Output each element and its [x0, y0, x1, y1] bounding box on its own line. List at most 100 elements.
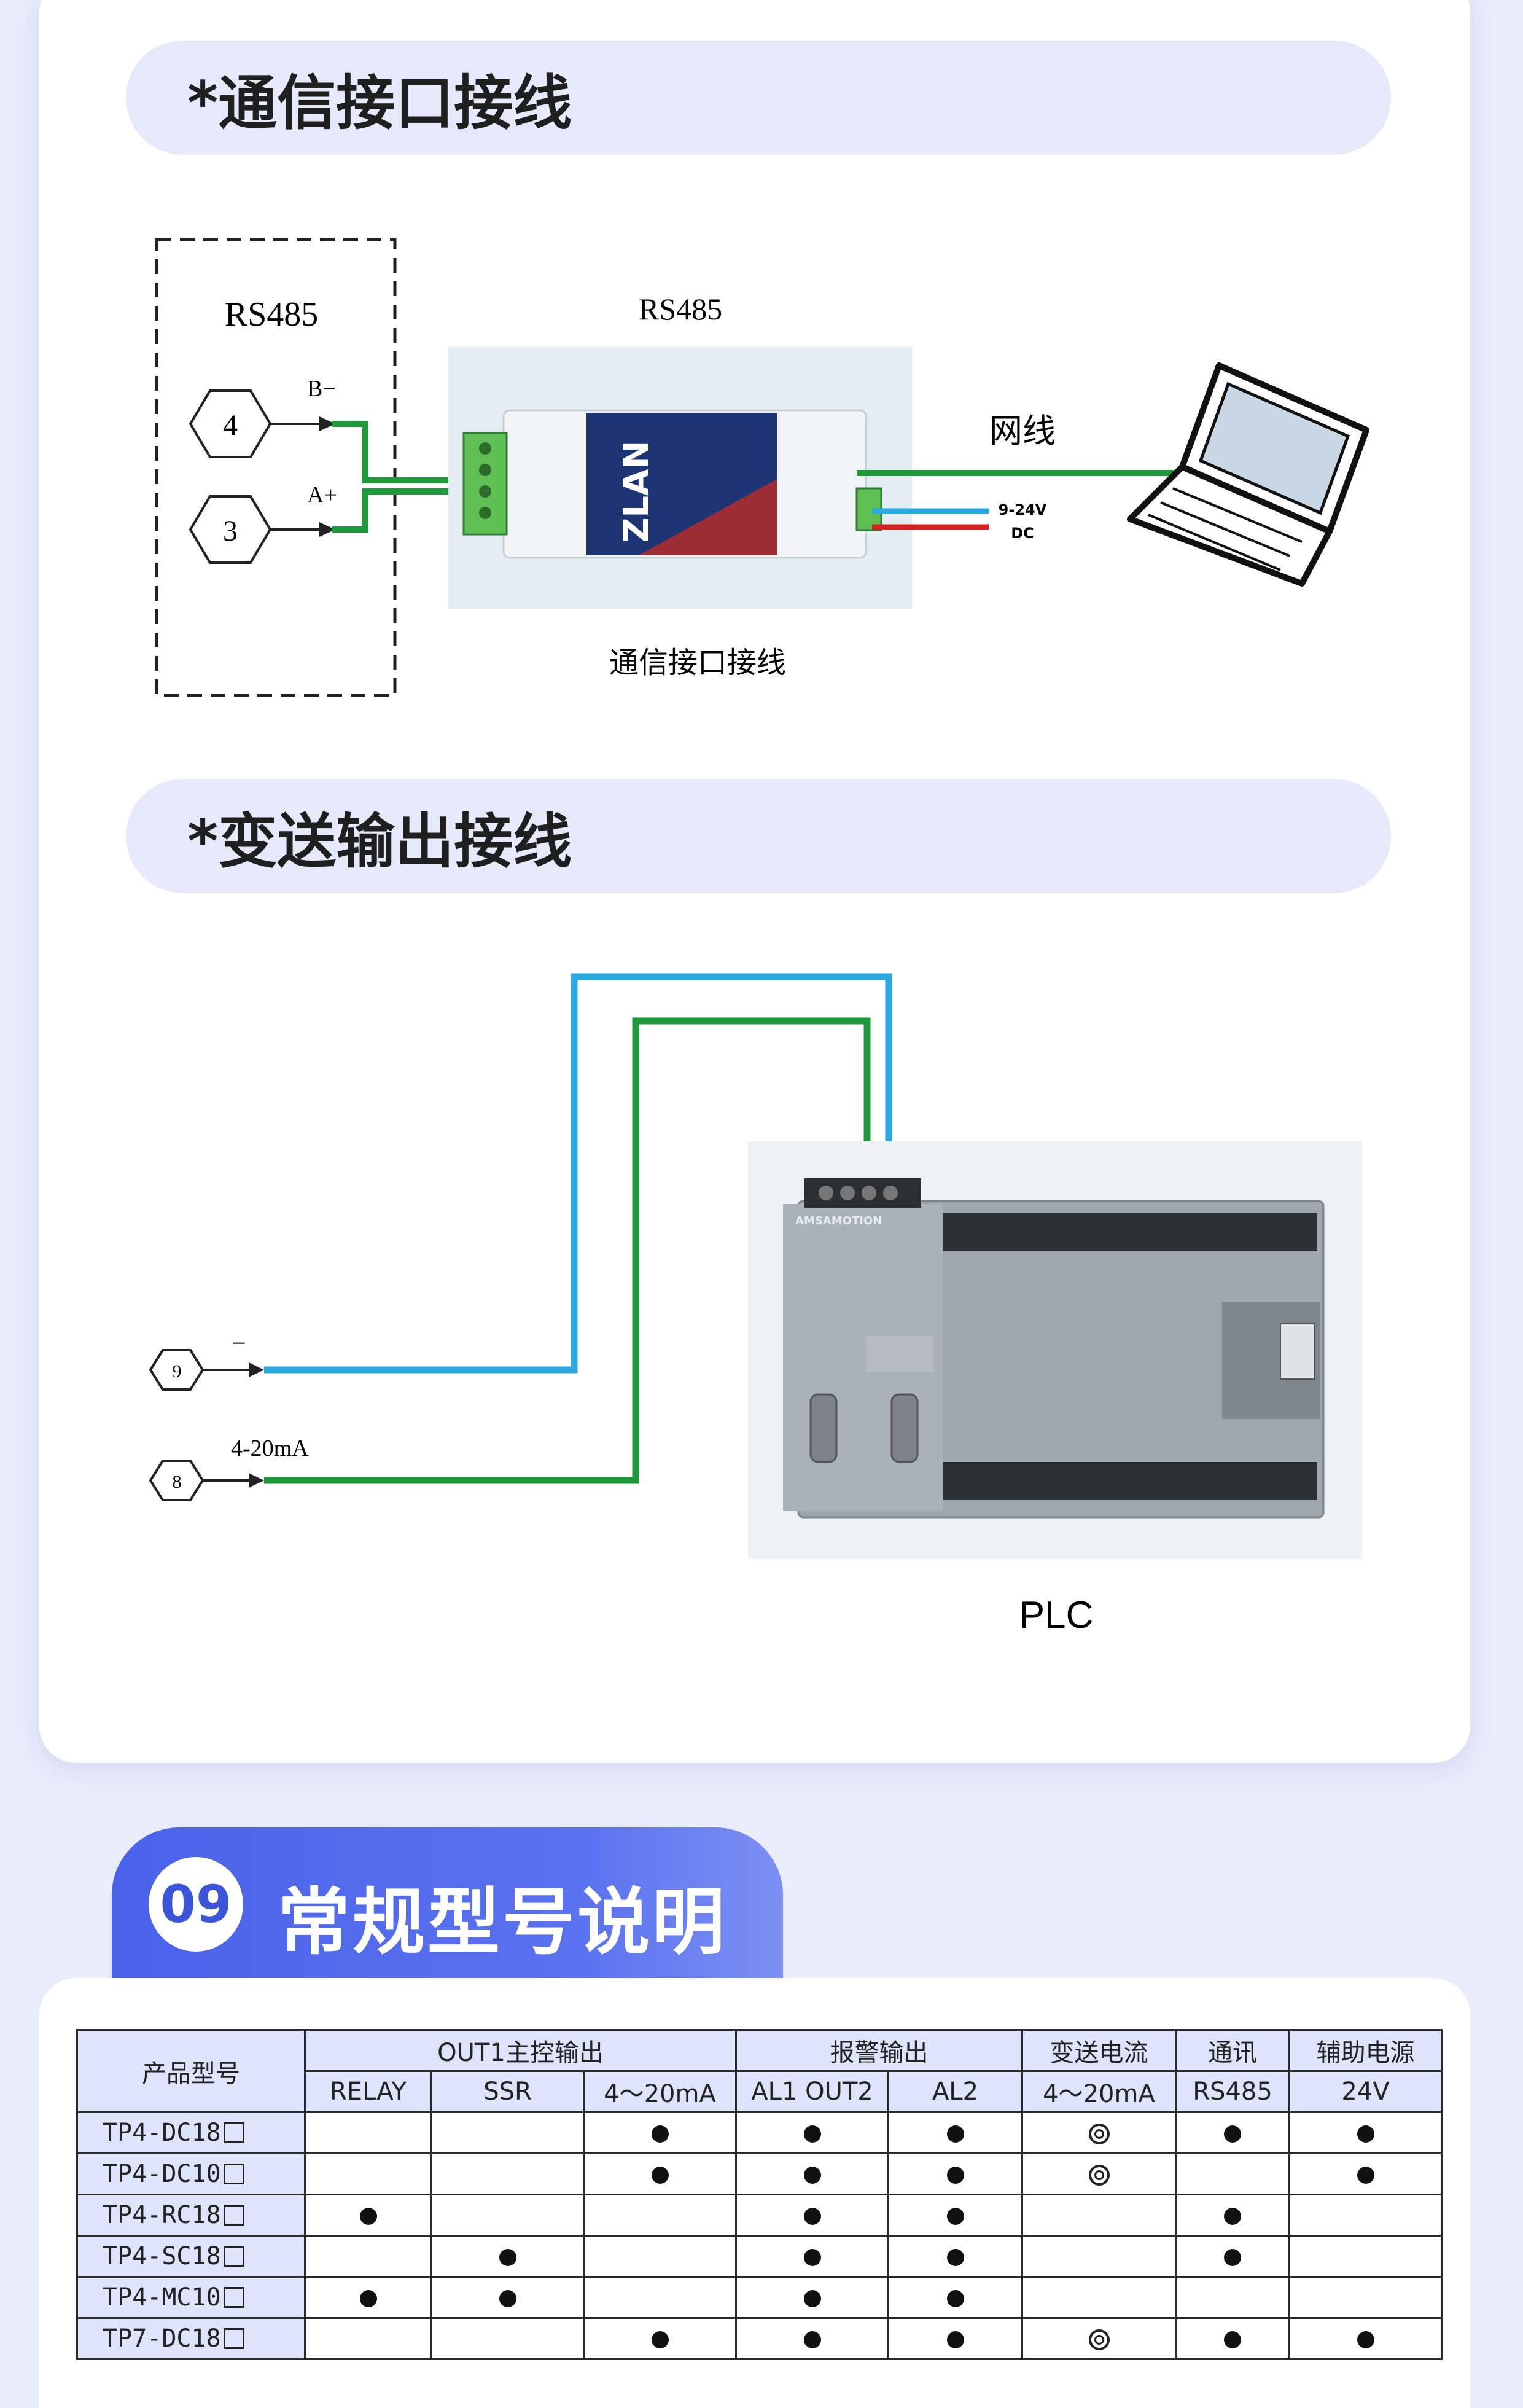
- model-name: TP4-DC10: [103, 2160, 221, 2188]
- standard-dot-icon: [499, 2249, 516, 2266]
- feature-cell: [887, 2194, 1023, 2237]
- header-comm: 通讯: [1175, 2029, 1290, 2072]
- standard-dot-icon: [803, 2167, 821, 2184]
- option-box-icon: [223, 2205, 244, 2226]
- standard-dot-icon: [651, 2125, 669, 2143]
- model-name: TP4-SC18: [103, 2242, 221, 2270]
- feature-cell: [304, 2152, 432, 2195]
- pin-b-arrow: [319, 416, 335, 431]
- table-row: TP4-MC10: [76, 2276, 1443, 2319]
- comm-wiring-title: *通信接口接线: [187, 68, 572, 138]
- comm-wiring-heading: *通信接口接线: [126, 41, 1391, 155]
- feature-cell: [1021, 2317, 1177, 2360]
- standard-dot-icon: [1357, 2167, 1374, 2184]
- feature-cell: [887, 2317, 1023, 2360]
- wire-b: [332, 421, 467, 483]
- feature-cell: [1021, 2152, 1177, 2195]
- power-label-line2: DC: [1011, 525, 1034, 542]
- standard-dot-icon: [359, 2208, 377, 2225]
- transmit-wire-minus: [264, 973, 892, 1374]
- standard-dot-icon: [1357, 2125, 1374, 2143]
- converter-label: RS485: [639, 292, 722, 326]
- table-row: TP4-SC18: [76, 2235, 1443, 2278]
- feature-cell: [304, 2317, 432, 2360]
- feature-cell: [1175, 2111, 1290, 2154]
- terminal-3-label: 3: [223, 515, 238, 547]
- table-row: TP4-DC18: [76, 2111, 1443, 2154]
- standard-dot-icon: [803, 2331, 821, 2348]
- sub-ssr: SSR: [430, 2070, 585, 2113]
- table-row: TP7-DC18: [76, 2317, 1443, 2360]
- feature-cell: [1175, 2235, 1290, 2278]
- model-name: TP4-DC18: [103, 2119, 221, 2147]
- spec-table: 产品型号 OUT1主控输出 报警输出 变送电流 通讯 辅助电源 RELAY SS…: [76, 2029, 1443, 2360]
- header-alarm: 报警输出: [735, 2029, 1023, 2072]
- sub-rs485: RS485: [1175, 2070, 1290, 2113]
- transmit-wire-plus: [264, 1017, 871, 1484]
- feature-cell: [430, 2317, 585, 2360]
- feature-cell: [887, 2152, 1023, 2195]
- pin-a-label: A+: [307, 482, 337, 508]
- feature-cell: [735, 2235, 889, 2278]
- meter-dashed-box: [155, 238, 397, 697]
- standard-dot-icon: [946, 2249, 964, 2266]
- option-box-icon: [223, 2164, 244, 2184]
- standard-dot-icon: [1224, 2331, 1241, 2348]
- model-cell: TP4-DC18: [76, 2111, 306, 2154]
- wiring-diagrams: RS485 4 3 B− A+ RS485 ZLAN 网线 9-24V DC 通…: [149, 238, 1369, 1636]
- feature-cell: [1288, 2111, 1443, 2154]
- feature-cell: [430, 2235, 585, 2278]
- feature-cell: [430, 2152, 585, 2195]
- feature-cell: [735, 2111, 889, 2154]
- feature-cell: [583, 2317, 737, 2360]
- current-label: 4-20mA: [231, 1436, 309, 1461]
- standard-dot-icon: [651, 2331, 669, 2348]
- model-name: TP4-RC18: [103, 2201, 221, 2229]
- model-name: TP4-MC10: [103, 2283, 221, 2312]
- standard-dot-icon: [946, 2208, 964, 2225]
- option-box-icon: [223, 2246, 244, 2267]
- standard-dot-icon: [946, 2290, 964, 2307]
- standard-dot-icon: [803, 2208, 821, 2225]
- table-row: TP4-DC10: [76, 2152, 1443, 2195]
- terminal-8-label: 8: [173, 1472, 182, 1492]
- feature-cell: [583, 2276, 737, 2319]
- feature-cell: [1021, 2235, 1177, 2278]
- sub-al2: AL2: [887, 2070, 1023, 2113]
- standard-dot-icon: [1224, 2125, 1241, 2143]
- feature-cell: [1175, 2276, 1290, 2319]
- optional-ring-icon: [1088, 2329, 1110, 2350]
- feature-cell: [1288, 2235, 1443, 2278]
- sub-trans: 4～20mA: [1021, 2070, 1177, 2113]
- standard-dot-icon: [803, 2125, 821, 2143]
- feature-cell: [304, 2276, 432, 2319]
- terminal-4-label: 4: [223, 409, 238, 442]
- section-title: 常规型号说明: [278, 1880, 728, 1964]
- network-label: 网线: [989, 412, 1056, 450]
- section-09-header: 09 常规型号说明: [112, 1828, 783, 1978]
- standard-dot-icon: [1224, 2208, 1241, 2225]
- feature-cell: [1175, 2194, 1290, 2237]
- converter-brand: ZLAN: [617, 440, 656, 543]
- feature-cell: [1175, 2317, 1290, 2360]
- feature-cell: [430, 2194, 585, 2237]
- sub-420: 4～20mA: [583, 2070, 737, 2113]
- minus-label: −: [232, 1329, 246, 1357]
- feature-cell: [583, 2194, 737, 2237]
- laptop-icon: [1127, 362, 1369, 587]
- comm-caption: 通信接口接线: [609, 646, 786, 680]
- wire-a: [332, 488, 467, 533]
- feature-cell: [583, 2152, 737, 2195]
- power-label-line1: 9-24V: [999, 501, 1047, 518]
- model-cell: TP7-DC18: [76, 2317, 306, 2360]
- feature-cell: [887, 2111, 1023, 2154]
- header-model: 产品型号: [76, 2029, 306, 2113]
- transmit-wiring-title: *变送输出接线: [187, 807, 572, 876]
- pin-b-label: B−: [307, 376, 336, 402]
- feature-cell: [1288, 2152, 1443, 2195]
- standard-dot-icon: [946, 2125, 964, 2143]
- feature-cell: [1288, 2276, 1443, 2319]
- feature-cell: [735, 2194, 889, 2237]
- table-header-row-2: RELAY SSR 4～20mA AL1 OUT2 AL2 4～20mA RS4…: [77, 2070, 1443, 2113]
- model-cell: TP4-MC10: [76, 2276, 306, 2319]
